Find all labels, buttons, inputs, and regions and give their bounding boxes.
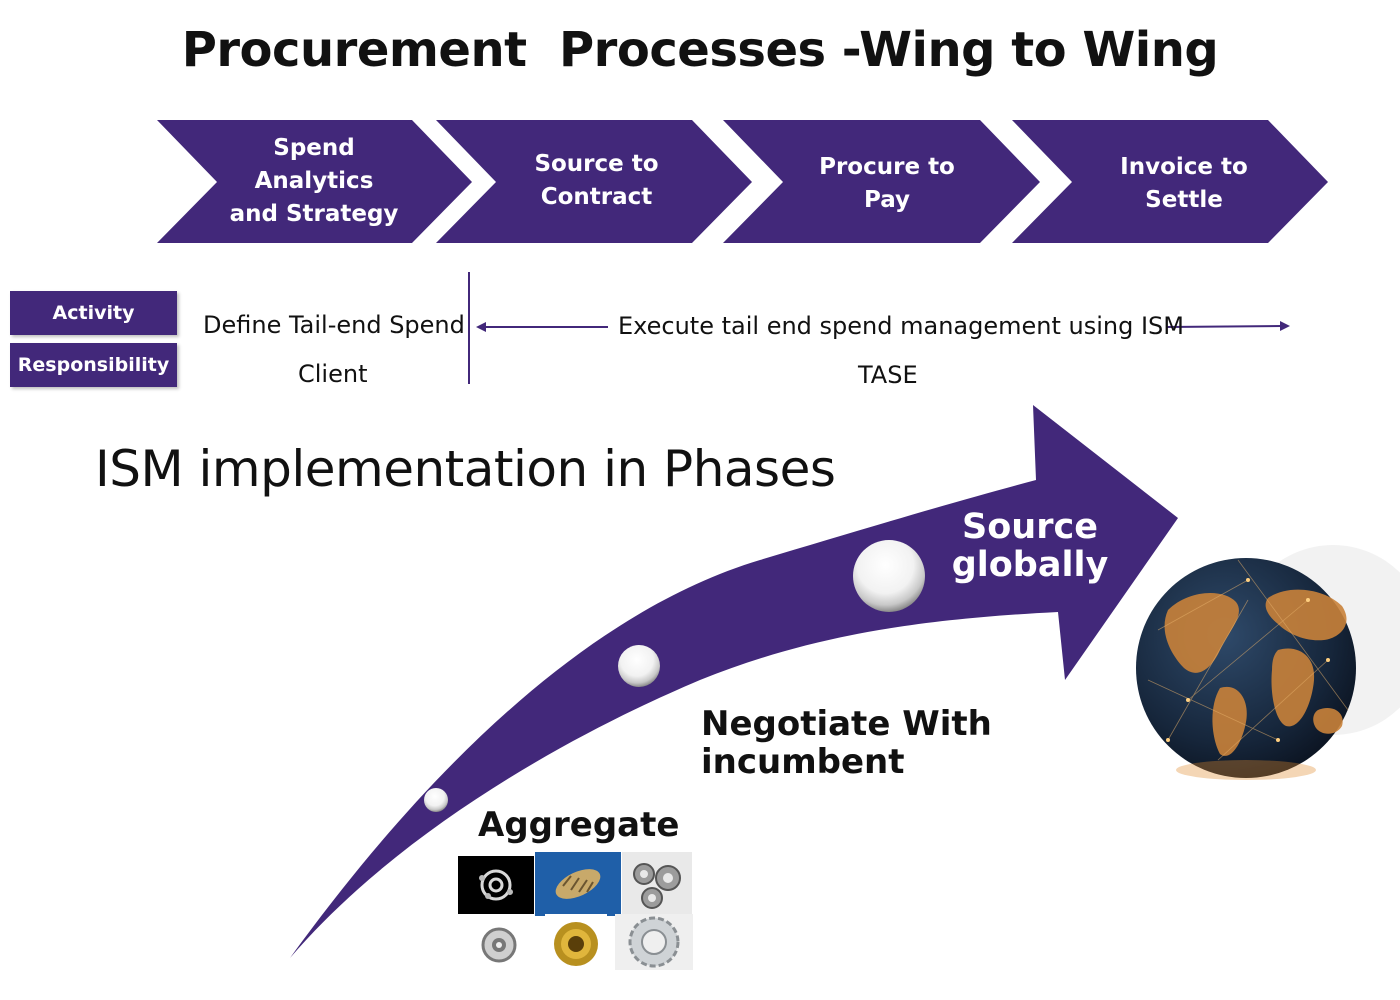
- execute-span-arrows: [468, 272, 1290, 384]
- step-label-spend-analytics: Spend Analytics and Strategy: [229, 134, 399, 227]
- fastener-part-icon: [545, 914, 607, 974]
- phases-title: ISM implementation in Phases: [95, 440, 836, 498]
- arrowhead-right: [1280, 321, 1290, 331]
- phase-dot-3: [853, 540, 925, 612]
- fastener-part-icon: [458, 856, 534, 914]
- aggregate-label: Aggregate: [478, 805, 680, 845]
- chevron-step-1: [157, 120, 472, 243]
- page-title: Procurement Processes -Wing to Wing: [181, 22, 1219, 78]
- globe-icon: [1136, 545, 1400, 780]
- responsibility-tag: Responsibility: [10, 343, 177, 387]
- step-label-invoice-to-settle: Invoice to Settle: [1120, 154, 1248, 213]
- fastener-part-icon: [535, 852, 621, 916]
- chevron-step-4: [1012, 120, 1328, 243]
- define-spend-text: Define Tail-end Spend: [203, 311, 465, 339]
- negotiate-label: Negotiate With incumbent: [701, 704, 992, 782]
- execute-text: Execute tail end spend management using …: [618, 312, 1184, 340]
- arrowhead-left: [476, 322, 486, 332]
- chevron-step-2: [436, 120, 752, 243]
- process-chevrons: [157, 120, 1328, 243]
- fastener-part-icon: [615, 914, 693, 970]
- curved-arrow-body: [290, 405, 1178, 958]
- fastener-part-icon: [622, 852, 692, 916]
- step-label-procure-to-pay: Procure to Pay: [819, 154, 955, 213]
- phase-dot-1: [424, 788, 448, 812]
- step-label-source-to-contract: Source to Contract: [534, 151, 659, 210]
- source-globally-label: Source globally: [951, 507, 1109, 585]
- tase-text: TASE: [858, 361, 918, 389]
- fastener-part-icon: [472, 918, 526, 972]
- activity-tag: Activity: [10, 291, 177, 335]
- chevron-step-3: [723, 120, 1040, 243]
- client-text: Client: [298, 360, 368, 388]
- phase-dot-2: [618, 645, 660, 687]
